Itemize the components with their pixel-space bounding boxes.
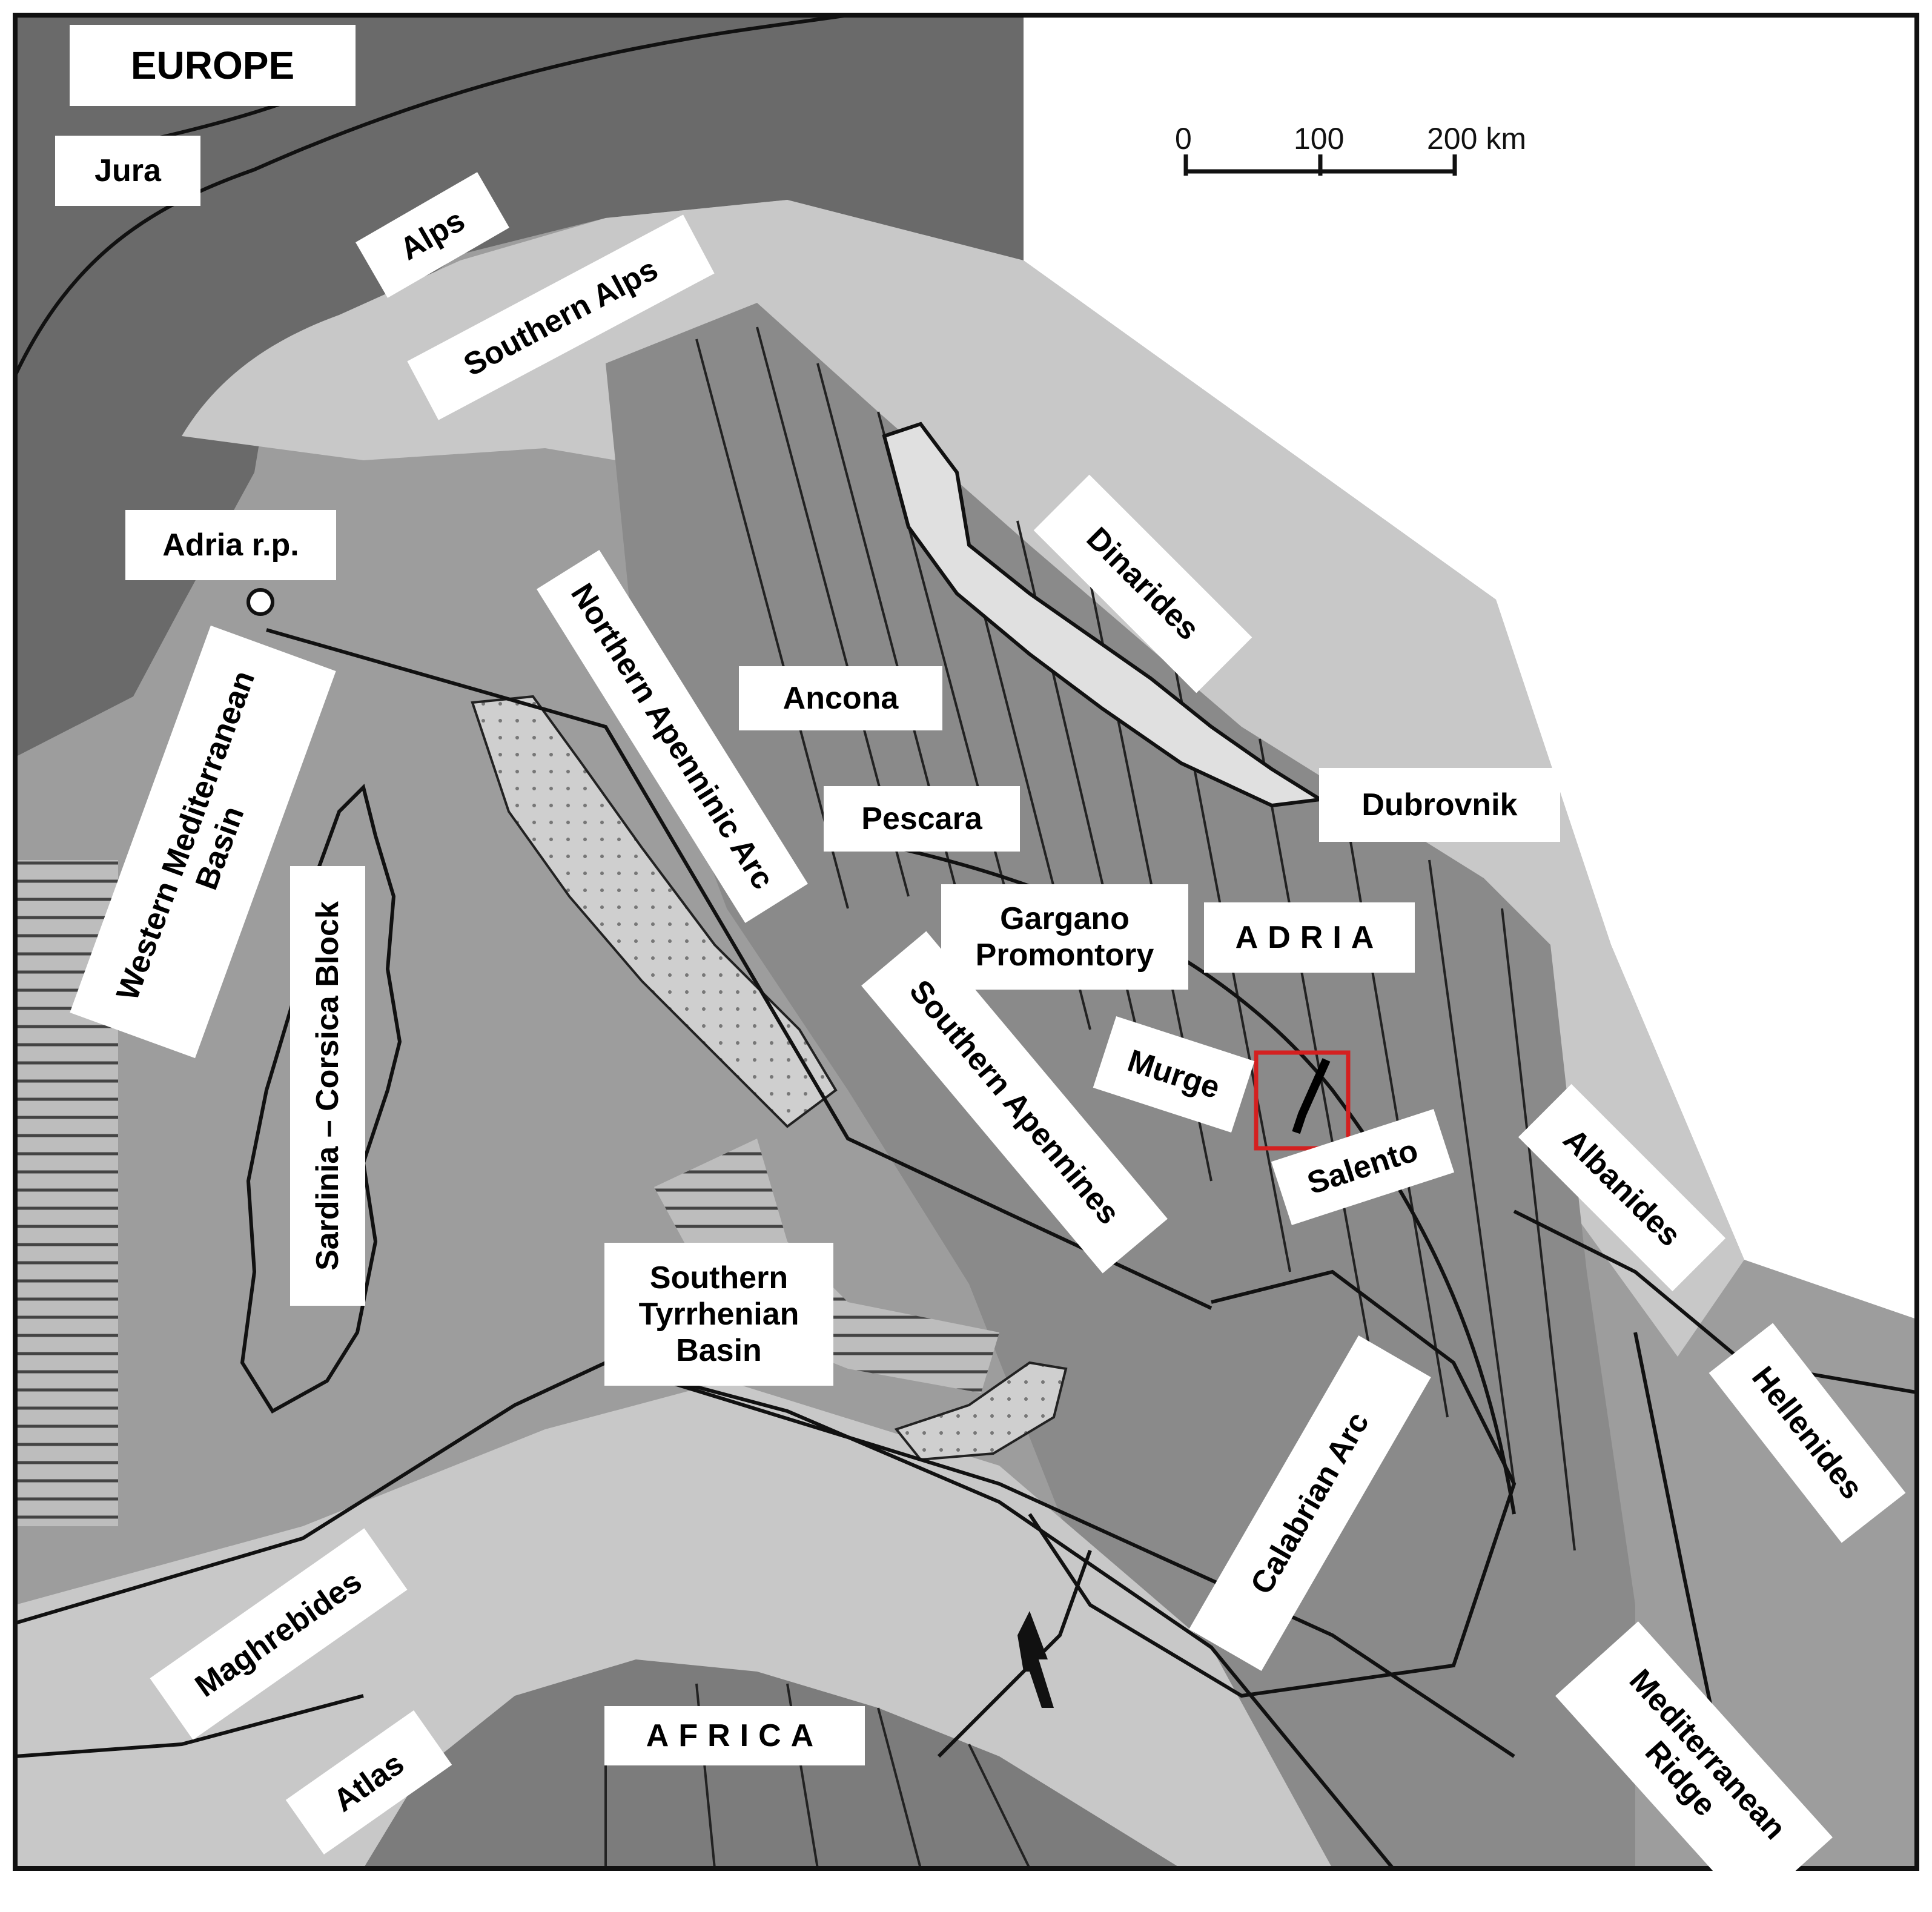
dotted-basin-north [471,695,838,1128]
label-adria-rp: Adria r.p. [125,510,336,580]
label-gargano-promontory: Gargano Promontory [941,884,1188,990]
region-europe [15,15,1024,757]
dotted-basin-south [894,1361,1068,1461]
label-ancona: Ancona [739,666,942,730]
scale-bar [1183,154,1457,176]
label-europe: EUROPE [70,25,356,106]
label-pescara: Pescara [824,786,1020,852]
unmapped-area [1024,15,1917,1320]
scale-tick-0: 0 [1175,122,1192,156]
label-jura: Jura [55,136,200,206]
label-africa: AFRICA [604,1706,865,1765]
map-frame [13,13,1919,1871]
label-sardinia-corsica-block: Sardinia – Corsica Block [290,866,365,1306]
hatched-area-tyrrhenian [654,1139,999,1393]
scale-tick-200: 200 km [1427,122,1526,156]
study-area-box [1254,1050,1351,1151]
dinaride-coast [882,422,1326,808]
adria-rp-marker [246,588,274,616]
label-southern-tyrrhenian-basin: Southern Tyrrhenian Basin [604,1243,833,1386]
plate-motion-arrow [1017,1611,1054,1708]
label-adria: ADRIA [1204,902,1415,973]
scale-tick-100: 100 [1294,122,1345,156]
study-area-fault [1292,1058,1331,1134]
label-dubrovnik: Dubrovnik [1319,768,1560,842]
